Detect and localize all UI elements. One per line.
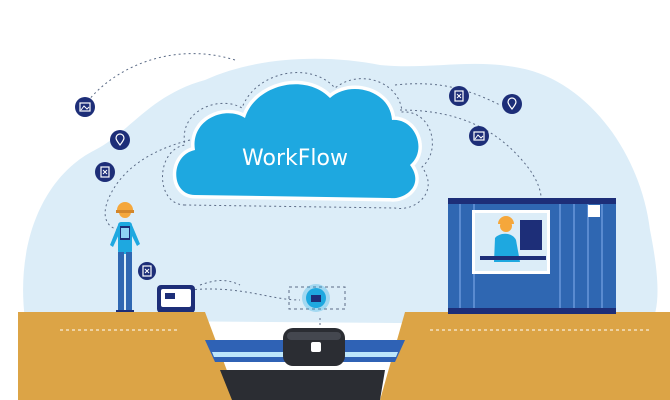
excel-file-icon xyxy=(449,86,469,106)
cloud-label: WorkFlow xyxy=(242,146,348,171)
site-container xyxy=(448,198,616,314)
location-pin-icon xyxy=(502,94,522,114)
trench-floor xyxy=(220,370,385,400)
pipe-section xyxy=(283,328,345,366)
excel-file-icon xyxy=(95,162,115,182)
excel-file-icon xyxy=(138,262,156,280)
camera-icon xyxy=(311,295,321,302)
image-icon xyxy=(469,126,489,146)
location-pin-icon xyxy=(110,130,130,150)
workflow-cloud: WorkFlow xyxy=(162,72,433,209)
data-logger-device xyxy=(157,285,195,313)
field-worker xyxy=(110,202,140,314)
image-icon xyxy=(75,97,95,117)
ground xyxy=(18,312,670,400)
camera-badge xyxy=(288,284,346,312)
